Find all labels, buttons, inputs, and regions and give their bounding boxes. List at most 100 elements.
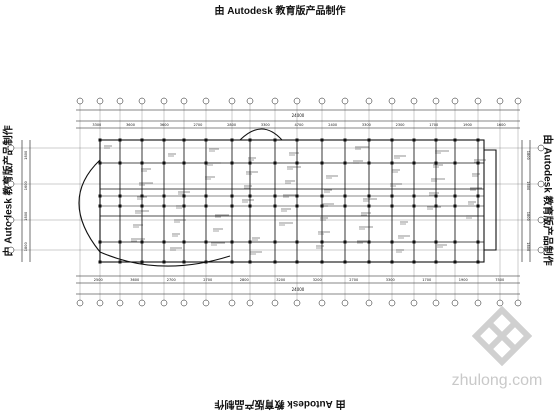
column-mark — [412, 194, 416, 198]
column-mark — [273, 138, 277, 142]
axis-bubble-bottom — [318, 299, 326, 307]
column-mark — [295, 240, 299, 244]
column-mark — [182, 138, 186, 142]
column-mark — [295, 138, 299, 142]
right-dimension-lines — [521, 140, 531, 262]
column-mark — [248, 161, 252, 165]
column-mark — [390, 260, 394, 264]
axis-bubbles — [7, 97, 545, 307]
column-mark — [182, 161, 186, 165]
column-mark — [230, 204, 234, 208]
column-mark — [476, 260, 480, 264]
axis-bubble-bottom — [116, 299, 124, 307]
top-dimension-lines — [76, 109, 520, 129]
column-mark — [98, 260, 102, 264]
axis-bubble-left — [7, 216, 15, 224]
building-outline — [99, 139, 485, 263]
column-mark — [273, 204, 277, 208]
zhulong-watermark-text: zhulong.com — [451, 372, 543, 389]
east-bay-wall — [484, 149, 497, 251]
top-dimension-text: 3600 — [160, 123, 169, 127]
column-mark — [204, 138, 208, 142]
column-mark — [453, 194, 457, 198]
column-mark — [412, 260, 416, 264]
axis-bubble-right — [537, 216, 545, 224]
axis-bubble-bottom — [341, 299, 349, 307]
column-mark — [434, 260, 438, 264]
column-mark — [162, 260, 166, 264]
column-mark — [343, 204, 347, 208]
column-mark — [162, 161, 166, 165]
axis-bubble-top — [496, 97, 504, 105]
column-mark — [230, 138, 234, 142]
column-mark — [434, 240, 438, 244]
column-mark — [295, 260, 299, 264]
top-dimension-text: 2700 — [193, 123, 202, 127]
axis-bubble-left — [7, 246, 15, 254]
column-mark — [412, 240, 416, 244]
column-mark — [476, 161, 480, 165]
column-mark — [390, 194, 394, 198]
axis-bubble-bottom — [388, 299, 396, 307]
axis-bubble-bottom — [410, 299, 418, 307]
bottom-dimension-text: 2500 — [94, 278, 103, 282]
column-mark — [230, 161, 234, 165]
column-mark — [412, 138, 416, 142]
bottom-dimension-text: 3600 — [130, 278, 139, 282]
axis-bubble-bottom — [474, 299, 482, 307]
column-mark — [453, 204, 457, 208]
bottom-dimension-text: 3200 — [313, 278, 322, 282]
axis-bubble-bottom — [160, 299, 168, 307]
axis-bubble-top — [474, 97, 482, 105]
bottom-dimension-text: 1700 — [422, 278, 431, 282]
column-mark — [98, 138, 102, 142]
column-mark — [295, 161, 299, 165]
column-mark — [320, 138, 324, 142]
column-mark — [434, 194, 438, 198]
column-mark — [476, 204, 480, 208]
top-dimension-text: 1600 — [497, 123, 506, 127]
axis-bubble-top — [246, 97, 254, 105]
top-dimension-text: 2800 — [227, 123, 236, 127]
top-dimension-text: 4700 — [295, 123, 304, 127]
axis-bubble-bottom — [202, 299, 210, 307]
bottom-dimension-lines — [76, 275, 520, 295]
column-mark — [248, 240, 252, 244]
axis-bubble-bottom — [451, 299, 459, 307]
column-mark — [140, 260, 144, 264]
left-dimension-text: 1800 — [24, 212, 28, 221]
axis-bubble-top — [138, 97, 146, 105]
axis-bubble-top — [271, 97, 279, 105]
column-mark — [248, 194, 252, 198]
bottom-dimension-text: 2700 — [167, 278, 176, 282]
column-mark — [273, 161, 277, 165]
column-mark — [390, 240, 394, 244]
right-dimension-text: 1800 — [526, 212, 530, 221]
axis-bubble-top — [432, 97, 440, 105]
column-mark — [390, 138, 394, 142]
top-total-dimension: 24000 — [292, 113, 305, 118]
column-mark — [295, 194, 299, 198]
axis-bubble-bottom — [365, 299, 373, 307]
axis-bubble-bottom — [96, 299, 104, 307]
bottom-dimension-text: 2700 — [349, 278, 358, 282]
axis-bubble-top — [451, 97, 459, 105]
column-mark — [453, 161, 457, 165]
column-mark — [273, 260, 277, 264]
axis-bubble-top — [388, 97, 396, 105]
axis-bubble-bottom — [76, 299, 84, 307]
right-dimension-text: 1800 — [526, 242, 530, 251]
bottom-dimension-text: 7500 — [495, 278, 504, 282]
column-mark — [320, 240, 324, 244]
top-dimension-text: 3300 — [362, 123, 371, 127]
top-dimension-text: 1900 — [463, 123, 472, 127]
axis-bubble-right — [537, 246, 545, 254]
top-dimension-text: 3300 — [261, 123, 270, 127]
zhulong-logo-icon — [472, 306, 532, 366]
axis-bubble-left — [7, 180, 15, 188]
column-mark — [204, 194, 208, 198]
axis-bubble-bottom — [514, 299, 522, 307]
axis-bubble-top — [293, 97, 301, 105]
axis-bubble-top — [365, 97, 373, 105]
